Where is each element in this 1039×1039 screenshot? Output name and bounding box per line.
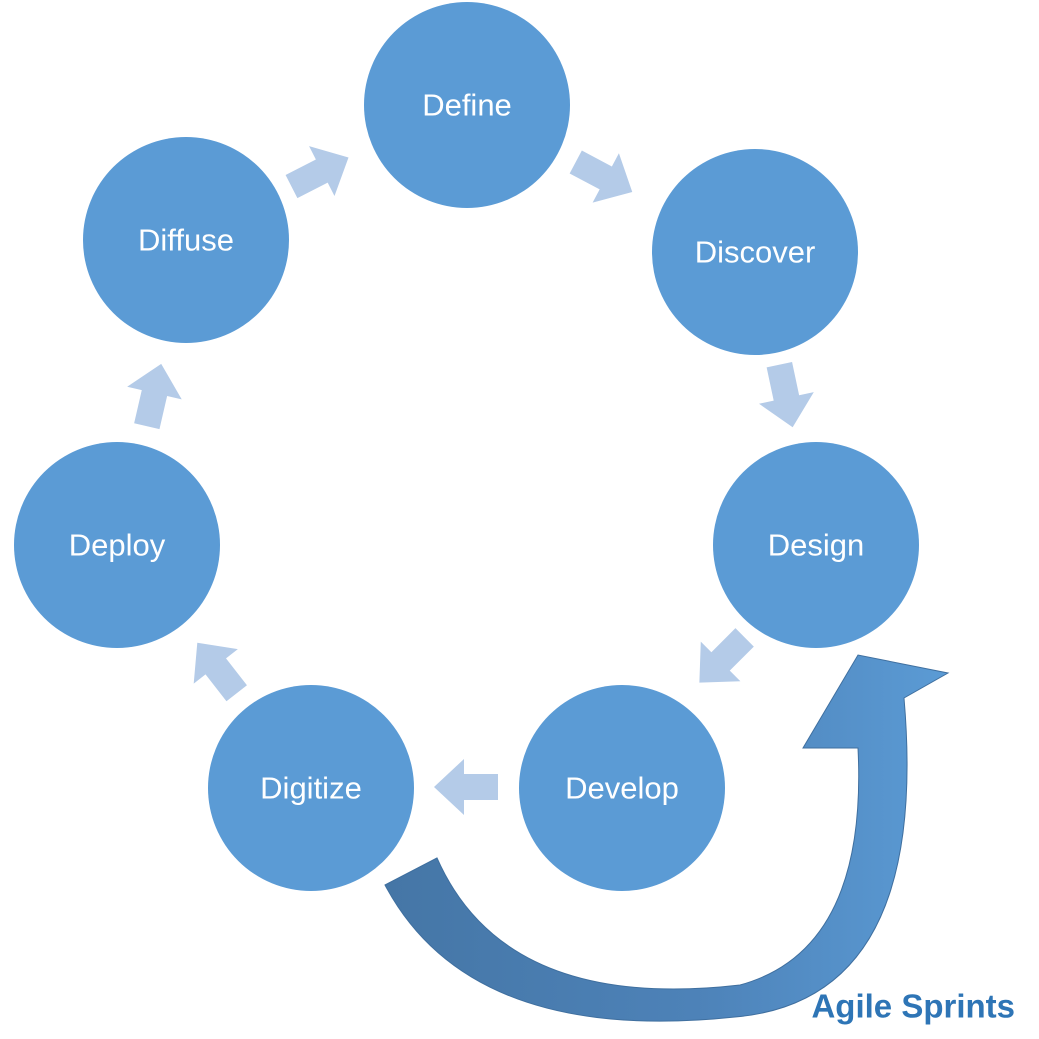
node-design: Design (713, 442, 919, 648)
node-design-label: Design (768, 528, 865, 563)
node-deploy-circle (14, 442, 220, 648)
arrow-diffuse-to-define (285, 146, 349, 199)
node-deploy-label: Deploy (69, 528, 166, 563)
arrow-define-to-discover (569, 150, 633, 203)
node-diffuse-circle (83, 137, 289, 343)
node-develop-label: Develop (565, 771, 679, 806)
node-digitize-circle (208, 685, 414, 891)
node-define-circle (364, 2, 570, 208)
node-digitize: Digitize (208, 685, 414, 891)
arrow-digitize-to-deploy (193, 642, 247, 702)
arrow-deploy-to-diffuse (127, 363, 182, 430)
node-discover: Discover (652, 149, 858, 355)
node-diffuse-label: Diffuse (138, 223, 234, 258)
cycle-arrows (127, 146, 814, 815)
sprint-arrow (384, 654, 950, 1022)
arrow-develop-to-digitize (434, 759, 498, 815)
node-develop: Develop (519, 685, 725, 891)
node-design-circle (713, 442, 919, 648)
node-define: Define (364, 2, 570, 208)
agile-sprints-caption: Agile Sprints (811, 988, 1015, 1025)
node-discover-label: Discover (695, 235, 816, 270)
node-deploy: Deploy (14, 442, 220, 648)
node-define-label: Define (422, 88, 512, 123)
arrow-design-to-develop (699, 628, 754, 683)
node-digitize-label: Digitize (260, 771, 362, 806)
node-develop-circle (519, 685, 725, 891)
node-diffuse: Diffuse (83, 137, 289, 343)
node-discover-circle (652, 149, 858, 355)
sprint-arrow-body (384, 654, 950, 1022)
arrow-discover-to-design (759, 361, 814, 428)
